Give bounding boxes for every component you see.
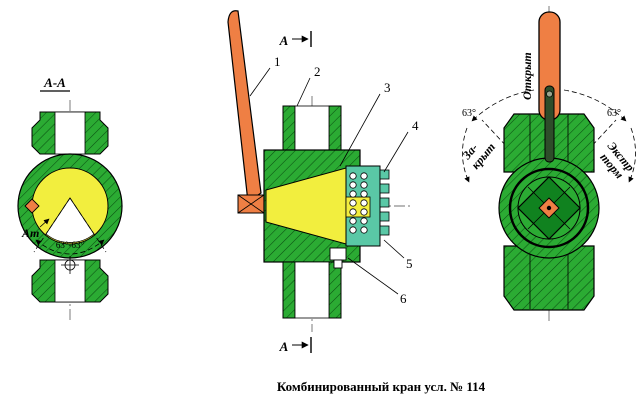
callouts: 1 2 3 4 5 6 [249, 54, 419, 306]
seal-rib [379, 169, 390, 180]
spring-seal-assembly [345, 165, 390, 247]
spring-coils [349, 172, 368, 234]
rotation-arc-right [563, 89, 627, 122]
leader-2 [296, 77, 311, 107]
stem-center-dot [546, 205, 552, 211]
section-view-aa: А-А Ат 63°-63° [17, 75, 123, 322]
position-view: Открыт 63° 63° За- крыт Экстр торм [459, 6, 637, 322]
hex-cap-bottom [503, 245, 595, 311]
stem-hatch-2 [237, 194, 265, 214]
section-mark-bottom: А [279, 339, 289, 354]
wedge-extent-right [69, 197, 107, 253]
leader-6 [347, 257, 399, 295]
top-pipe-wall-right [328, 105, 342, 151]
emergency-position-arc [628, 127, 636, 183]
callout-1: 1 [274, 54, 281, 69]
closed-position-arc [462, 127, 470, 183]
angle-label-left-view: 63°-63° [56, 240, 85, 250]
drawing-caption: Комбинированный кран усл. № 114 [277, 379, 486, 394]
rotation-arc-left [471, 89, 535, 122]
angle-left-label: 63° [462, 108, 476, 119]
stem-end-marker [24, 198, 40, 214]
handle-lever [227, 10, 262, 204]
top-pipe-wall-left [282, 105, 296, 151]
callout-5: 5 [406, 256, 413, 271]
callout-4: 4 [412, 118, 419, 133]
emergency-position-label: Экстр торм [597, 139, 637, 181]
leader-1 [249, 67, 271, 97]
handle-screw [546, 90, 553, 98]
seal-rib [379, 225, 390, 236]
seal-rib [379, 197, 390, 208]
bottom-pipe-wall-right [328, 261, 342, 319]
leader-5 [383, 239, 405, 259]
callout-3: 3 [384, 80, 391, 95]
seal-rib [379, 183, 390, 194]
at-arrow [39, 218, 50, 228]
handle-slot [544, 85, 555, 163]
angle-arc [35, 239, 105, 255]
open-position-label: Открыт [520, 52, 534, 100]
leader-3 [339, 93, 381, 167]
bottom-pipe-wall-left [282, 261, 296, 319]
top-pipe-bore [294, 105, 330, 151]
top-bore [54, 111, 86, 155]
angle-right-label: 63° [607, 108, 621, 119]
leader-4 [383, 131, 409, 173]
front-section-view: А А [227, 10, 419, 354]
section-view-title: А-А [43, 75, 66, 90]
gland-body [329, 247, 347, 261]
callout-2: 2 [314, 64, 321, 79]
section-mark-top: А [279, 33, 289, 48]
wedge-extent-left [33, 197, 71, 253]
bottom-pipe-bore [294, 261, 330, 319]
at-label: Ат [21, 226, 39, 240]
seal-rib [379, 211, 390, 222]
callout-6: 6 [400, 291, 407, 306]
gland-screw [333, 259, 343, 269]
